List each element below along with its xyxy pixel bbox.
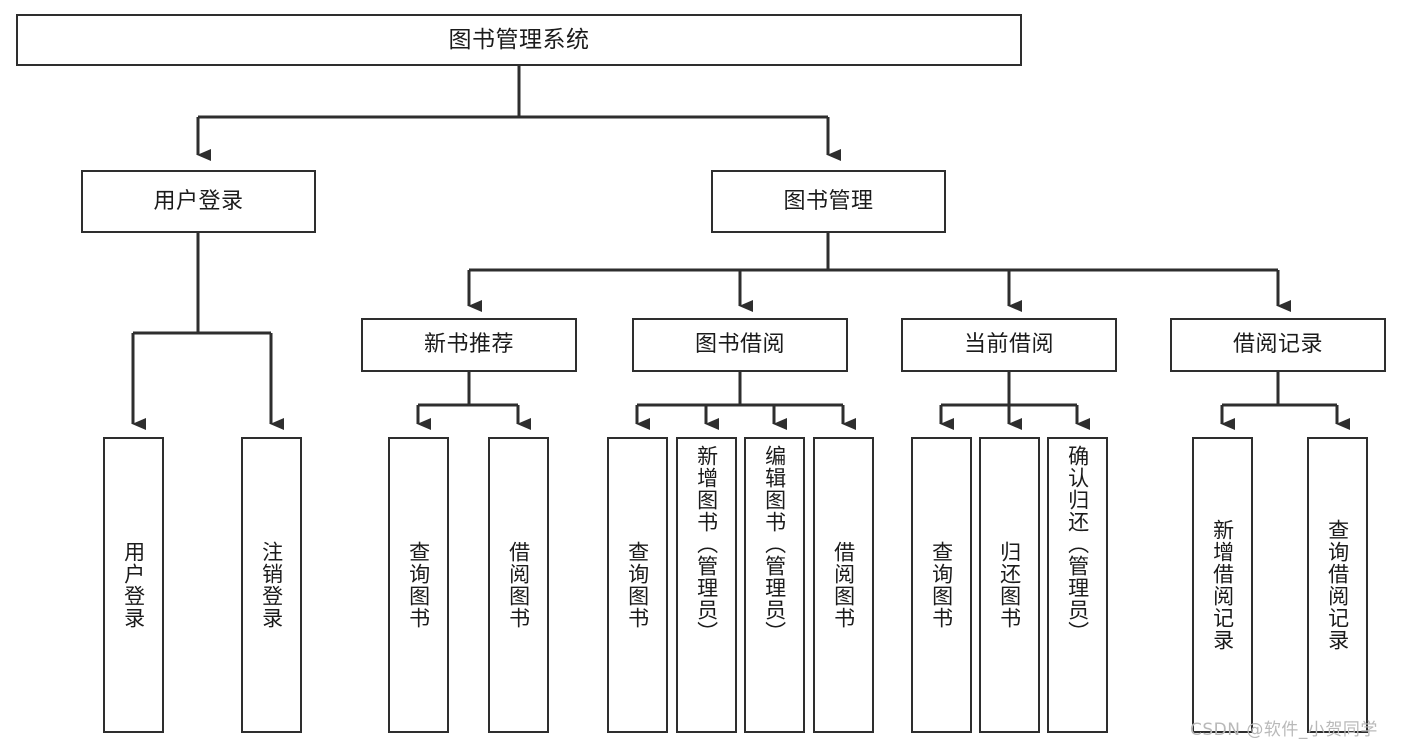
leaf-new-book-query-book[interactable]: 查询图书 [388, 437, 449, 733]
node-label: 用户登录 [121, 541, 146, 629]
node-label: 编辑图书（管理员） [762, 445, 787, 643]
node-root-library-management-system[interactable]: 图书管理系统 [16, 14, 1022, 66]
leaf-borrow-record-add-record[interactable]: 新增借阅记录 [1192, 437, 1253, 733]
node-label: 新增借阅记录 [1210, 519, 1235, 651]
node-label: 归还图书 [997, 541, 1022, 629]
node-label: 新书推荐 [423, 332, 514, 358]
node-borrow-record[interactable]: 借阅记录 [1170, 318, 1386, 372]
node-label: 当前借阅 [963, 332, 1054, 358]
leaf-book-borrow-add-book-admin[interactable]: 新增图书（管理员） [676, 437, 737, 733]
node-label: 查询图书 [929, 541, 954, 629]
leaf-book-borrow-edit-book-admin[interactable]: 编辑图书（管理员） [744, 437, 805, 733]
node-label: 注销登录 [259, 541, 284, 629]
leaf-user-login-login[interactable]: 用户登录 [103, 437, 164, 733]
node-label: 确认归还（管理员） [1065, 445, 1090, 643]
node-user-login[interactable]: 用户登录 [81, 170, 316, 233]
node-label: 图书借阅 [694, 332, 785, 358]
leaf-current-borrow-query-book[interactable]: 查询图书 [911, 437, 972, 733]
leaf-current-borrow-return-book[interactable]: 归还图书 [979, 437, 1040, 733]
node-label: 查询图书 [406, 541, 431, 629]
node-label: 借阅图书 [831, 541, 856, 629]
leaf-book-borrow-query-book[interactable]: 查询图书 [607, 437, 668, 733]
leaf-book-borrow-borrow-book[interactable]: 借阅图书 [813, 437, 874, 733]
node-label: 新增图书（管理员） [694, 445, 719, 643]
leaf-user-login-logout[interactable]: 注销登录 [241, 437, 302, 733]
leaf-borrow-record-query-record[interactable]: 查询借阅记录 [1307, 437, 1368, 733]
node-book-borrow[interactable]: 图书借阅 [632, 318, 848, 372]
node-label: 借阅记录 [1232, 332, 1323, 358]
node-label: 借阅图书 [506, 541, 531, 629]
node-current-borrow[interactable]: 当前借阅 [901, 318, 1117, 372]
node-label: 图书管理 [783, 188, 874, 214]
node-new-book-recommend[interactable]: 新书推荐 [361, 318, 577, 372]
node-label: 查询借阅记录 [1325, 519, 1350, 651]
leaf-current-borrow-confirm-return-admin[interactable]: 确认归还（管理员） [1047, 437, 1108, 733]
node-label: 图书管理系统 [448, 26, 590, 53]
node-label: 用户登录 [153, 188, 244, 214]
node-label: 查询图书 [625, 541, 650, 629]
node-book-management[interactable]: 图书管理 [711, 170, 946, 233]
leaf-new-book-borrow-book[interactable]: 借阅图书 [488, 437, 549, 733]
